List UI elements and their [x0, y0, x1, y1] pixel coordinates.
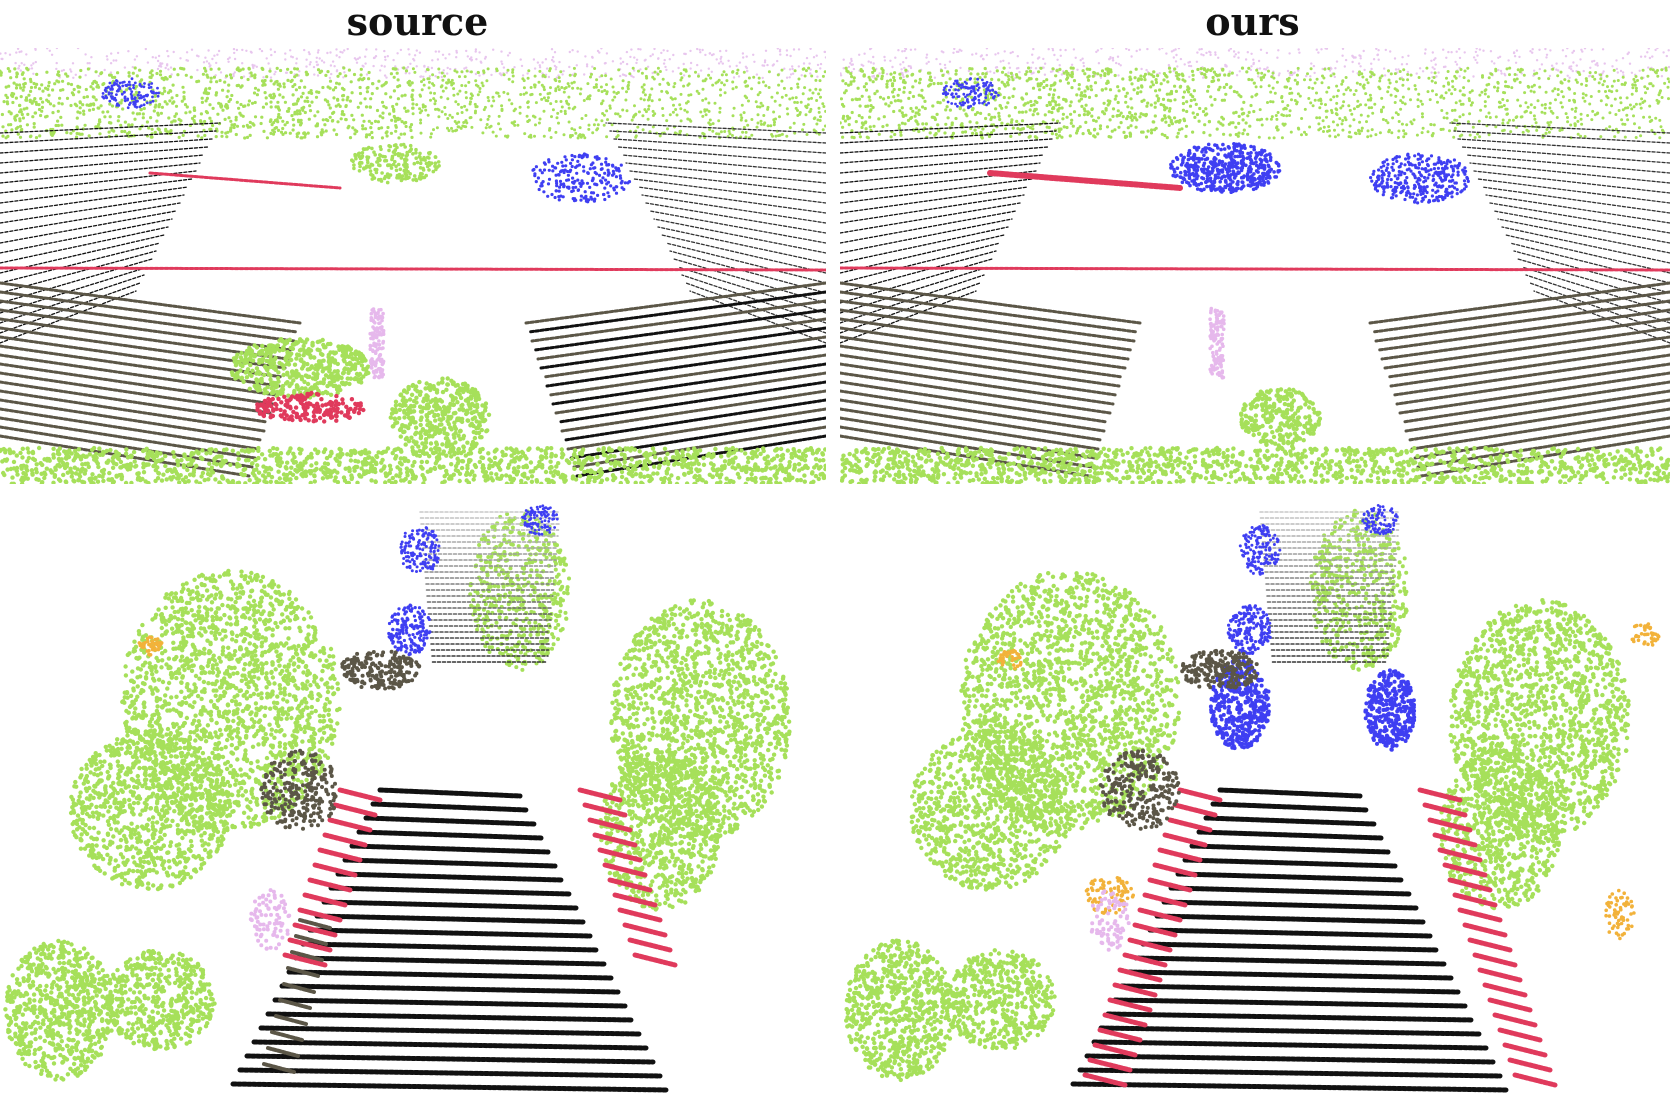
ours-birdseye-view-panel — [840, 500, 1670, 1098]
ours-column-title: ours — [835, 0, 1670, 44]
ours-front-view-panel — [840, 48, 1670, 484]
source-front-view-panel — [0, 48, 826, 484]
ours-birdseye-pointcloud — [844, 504, 1661, 1093]
front-scene-points — [0, 48, 826, 484]
birdseye-scene-points — [844, 504, 1661, 1093]
source-front-pointcloud — [0, 48, 826, 484]
source-column-title: source — [0, 0, 835, 44]
front-scene-points — [840, 48, 1670, 484]
source-birdseye-view-panel — [0, 500, 826, 1098]
ours-front-pointcloud — [840, 48, 1670, 484]
birdseye-scene-points — [3, 504, 792, 1093]
source-birdseye-pointcloud — [3, 504, 792, 1093]
